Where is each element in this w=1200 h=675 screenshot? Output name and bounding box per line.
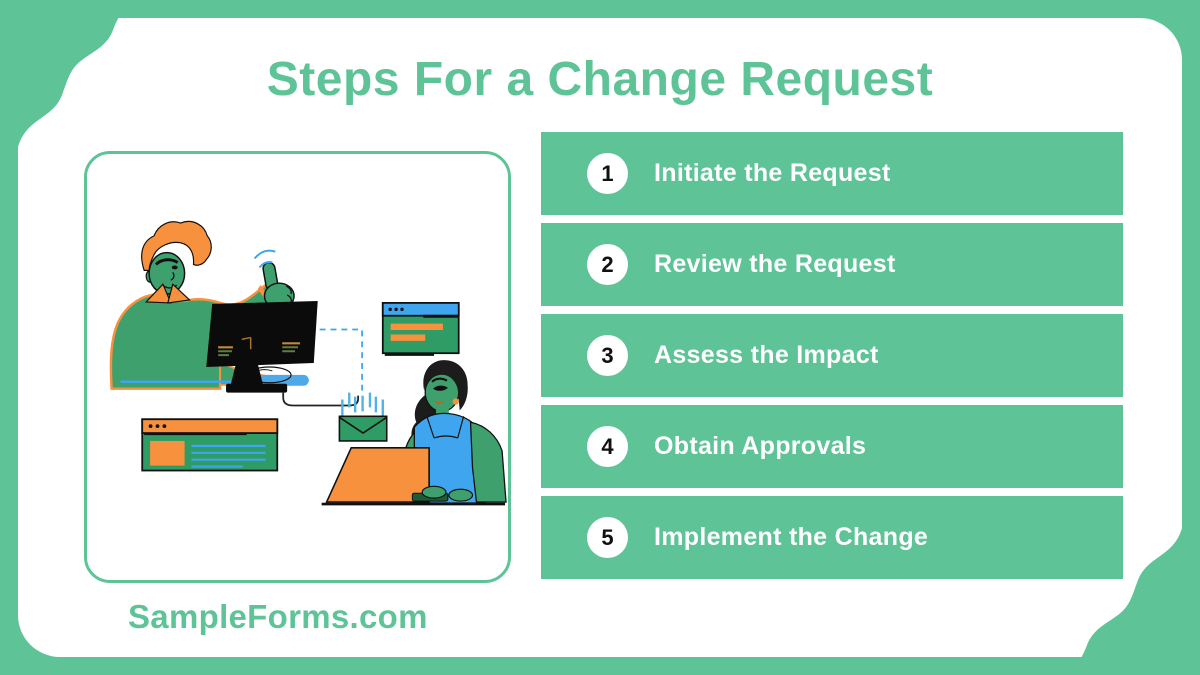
woman-figure — [321, 360, 507, 506]
step-number-badge: 5 — [587, 517, 628, 558]
step-row-5: 5 Implement the Change — [541, 496, 1123, 579]
coworkers-change-request-illustration — [109, 220, 507, 506]
browser-window-bottom-icon — [141, 418, 279, 472]
step-row-3: 3 Assess the Impact — [541, 314, 1123, 397]
step-row-4: 4 Obtain Approvals — [541, 405, 1123, 488]
step-number-badge: 4 — [587, 426, 628, 467]
browser-window-top-icon — [381, 302, 460, 356]
step-label: Obtain Approvals — [654, 432, 867, 460]
step-number-badge: 1 — [587, 153, 628, 194]
dashed-transfer-line — [319, 328, 363, 392]
illustration-frame — [84, 151, 511, 583]
step-label: Review the Request — [654, 250, 896, 278]
steps-list: 1 Initiate the Request 2 Review the Requ… — [541, 132, 1123, 587]
page-title: Steps For a Change Request — [266, 53, 934, 106]
step-number-badge: 2 — [587, 244, 628, 285]
step-label: Assess the Impact — [654, 341, 879, 369]
step-label: Implement the Change — [654, 523, 929, 551]
step-row-1: 1 Initiate the Request — [541, 132, 1123, 215]
step-label: Initiate the Request — [654, 159, 891, 187]
desktop-monitor-icon — [206, 300, 360, 407]
brand-text: SampleForms.com — [128, 598, 428, 635]
step-row-2: 2 Review the Request — [541, 223, 1123, 306]
step-number-badge: 3 — [587, 335, 628, 376]
email-envelope-icon — [338, 392, 388, 442]
